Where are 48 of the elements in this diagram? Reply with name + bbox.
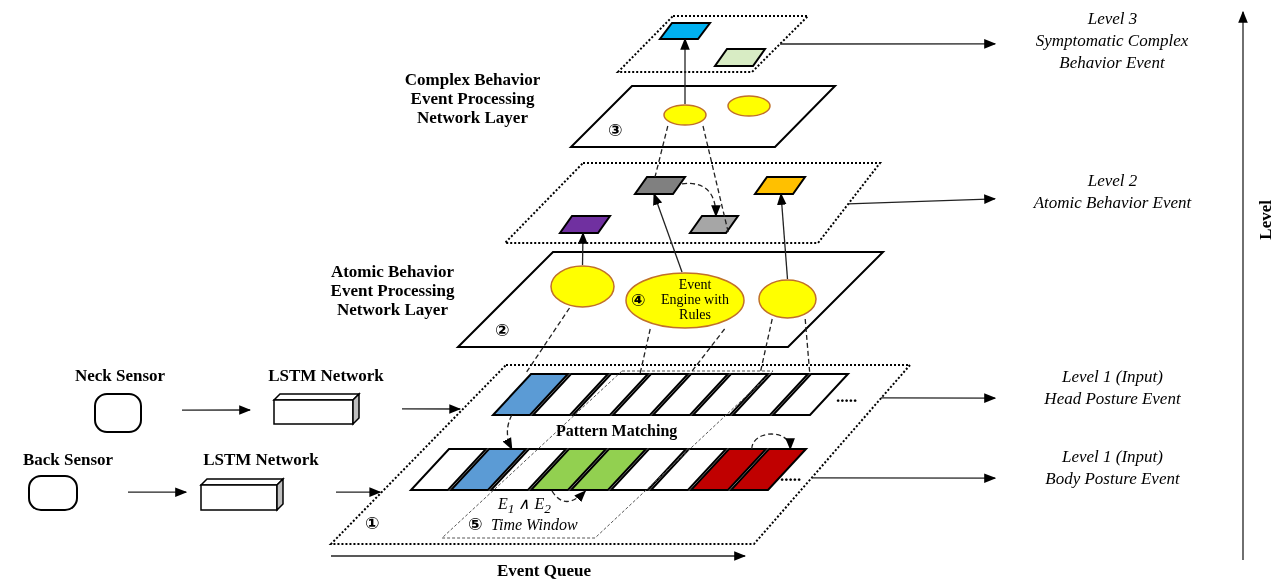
pattern-label: Pattern Matching: [556, 421, 678, 440]
dashed-arrow: [751, 433, 794, 451]
dashed-line: [804, 318, 811, 375]
circled-number: ③: [608, 120, 623, 140]
level-label: Atomic Behavior Event: [1032, 192, 1193, 214]
level-label: Head Posture Event: [1043, 388, 1182, 410]
dashed-line: [654, 125, 669, 178]
level-label: Symptomatic Complex Behavior Event: [1034, 30, 1190, 74]
arrow: [779, 39, 997, 49]
sensor-label: Back Sensor: [21, 450, 115, 469]
circled-number: ①: [365, 513, 380, 533]
layer-heading: Complex Behavior Event Processing Network Layer: [403, 70, 542, 127]
engine-label: Event Engine with Rules: [659, 277, 730, 322]
dashed-arrow: [681, 182, 721, 218]
arrow: [578, 231, 588, 266]
level-label: Level 1 (Input): [1061, 446, 1164, 468]
arrow: [181, 405, 252, 415]
ellipsis-mark: .....: [836, 387, 858, 406]
circled-number: ⑤: [468, 514, 483, 534]
arrow: [777, 192, 789, 280]
arrow: [680, 37, 690, 105]
arrow: [847, 194, 997, 205]
arrow: [880, 393, 997, 403]
circled-number: ④: [631, 290, 646, 310]
network-label: LSTM Network: [202, 450, 320, 469]
level-label: Body Posture Event: [1044, 468, 1181, 490]
axis-label: Level: [1256, 200, 1276, 240]
window-label: Time Window: [491, 515, 578, 534]
level-label: Level 1 (Input): [1061, 366, 1164, 388]
arrow: [335, 487, 382, 497]
dashed-line: [702, 125, 730, 234]
formula-label: E$_{1}$ ∧ E$_{2}$: [498, 494, 551, 518]
level-label: Level 2: [1086, 170, 1139, 192]
dashed-line: [689, 328, 726, 375]
network-label: LSTM Network: [267, 366, 385, 385]
level-label: Level 3: [1086, 8, 1139, 30]
sensor-label: Neck Sensor: [73, 366, 167, 385]
dashed-line: [524, 307, 571, 375]
dashed-arrow: [502, 414, 513, 451]
dashed-arrow: [551, 490, 587, 503]
arrow: [401, 404, 462, 414]
arrow: [127, 487, 188, 497]
circled-number: ②: [495, 320, 510, 340]
ellipsis-mark: .....: [780, 466, 802, 485]
arrow: [810, 473, 997, 483]
axis-label: Event Queue: [497, 561, 591, 580]
layer-heading: Atomic Behavior Event Processing Network Layer: [329, 262, 456, 319]
arrow: [653, 192, 683, 273]
